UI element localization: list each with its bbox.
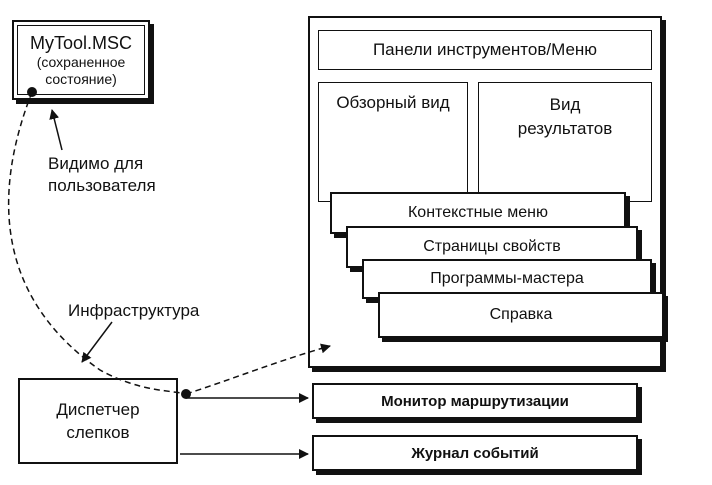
stack-card-help: Справка <box>378 292 664 338</box>
dashed-link-file-to-manager <box>7 91 187 395</box>
routing-monitor-box: Монитор маршрутизации <box>312 383 638 419</box>
snapin-manager-box: Диспетчер слепков <box>18 378 178 464</box>
manager-connector-dot <box>181 389 191 399</box>
result-view-label-1: Вид <box>549 95 581 114</box>
event-log-box: Журнал событий <box>312 435 638 471</box>
result-view-box: Вид результатов <box>478 82 652 202</box>
context-menus-label: Контекстные меню <box>407 204 549 221</box>
help-label: Справка <box>489 306 553 323</box>
visible-label-2: пользователя <box>48 176 156 195</box>
event-log-label: Журнал событий <box>411 444 539 462</box>
scope-view-box: Обзорный вид <box>318 82 468 202</box>
infrastructure-label: Инфраструктура <box>68 301 200 320</box>
arrow-visible-to-file <box>49 109 63 151</box>
msc-file-name: MyTool.MSC <box>29 33 132 53</box>
toolbar-menu-box: Панели инструментов/Меню <box>318 30 652 70</box>
property-pages-label: Страницы свойств <box>423 238 561 255</box>
msc-file-box: MyTool.MSC (сохраненное состояние) <box>12 20 150 100</box>
snapin-manager-label-2: слепков <box>66 423 130 442</box>
visible-label-1: Видимо для <box>48 154 144 173</box>
msc-file-inner: MyTool.MSC (сохраненное состояние) <box>17 25 145 95</box>
scope-view-label: Обзорный вид <box>336 93 450 112</box>
msc-file-subtitle-2: состояние) <box>45 71 117 87</box>
snapin-manager-label-1: Диспетчер <box>56 400 140 419</box>
msc-file-subtitle-1: (сохраненное <box>36 54 126 70</box>
routing-monitor-label: Монитор маршрутизации <box>381 392 569 410</box>
wizards-label: Программы-мастера <box>430 270 584 287</box>
result-view-label-2: результатов <box>517 119 613 138</box>
toolbar-menu-label: Панели инструментов/Меню <box>372 40 598 59</box>
arrow-infrastructure <box>81 321 113 363</box>
